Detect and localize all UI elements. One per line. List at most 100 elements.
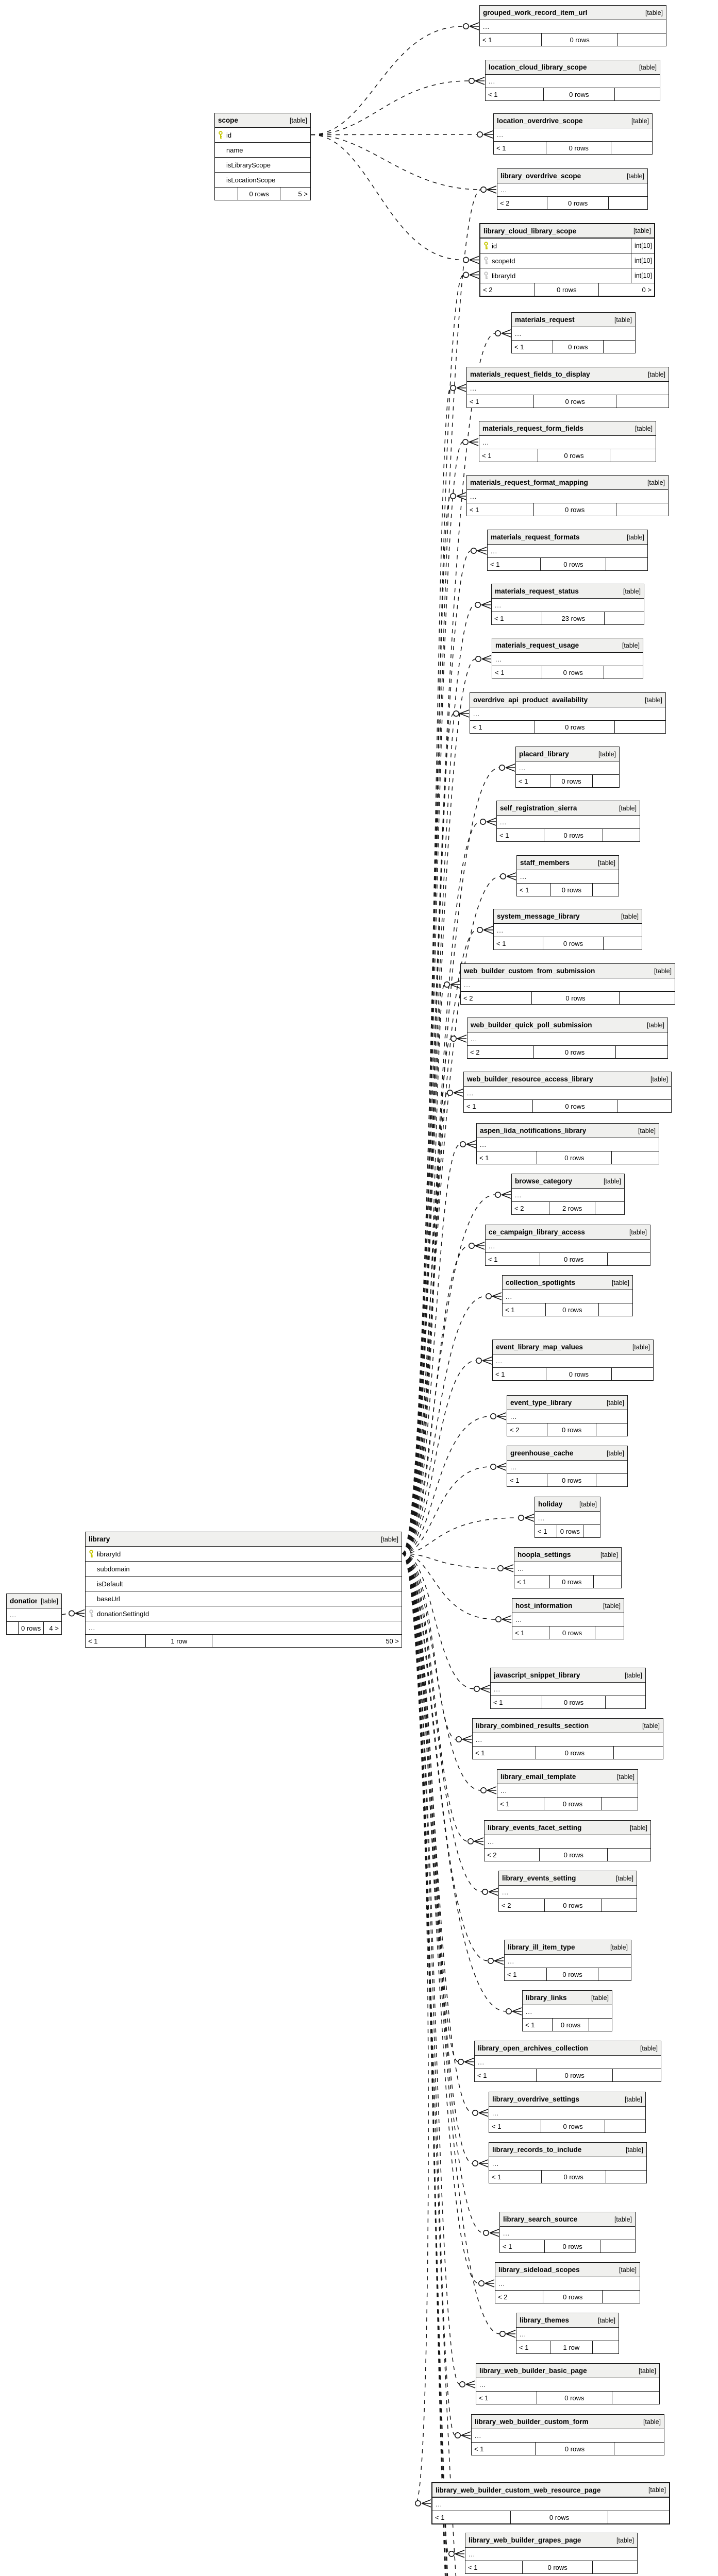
table-header: web_builder_resource_access_library[tabl… — [464, 1072, 671, 1087]
table-library_events_facet_setting[interactable]: library_events_facet_setting[table]...< … — [484, 1820, 651, 1861]
footer-children-count: < 1 — [538, 1527, 547, 1535]
relationship-line — [402, 1553, 459, 2062]
zero-or-one-circle-marker — [414, 2500, 421, 2506]
zero-or-one-circle-marker — [448, 2550, 455, 2557]
table-library_combined_results_section[interactable]: library_combined_results_section[table].… — [472, 1718, 663, 1759]
table-materials_request_form_fields[interactable]: materials_request_form_fields[table]...<… — [479, 421, 656, 462]
table-web_builder_resource_access_library[interactable]: web_builder_resource_access_library[tabl… — [463, 1072, 672, 1113]
footer-children-count: < 1 — [495, 668, 505, 676]
table-library_web_builder_basic_page[interactable]: library_web_builder_basic_page[table]...… — [476, 2363, 660, 2404]
table-header: event_library_map_values[table] — [493, 1340, 653, 1354]
table-web_builder_quick_poll_submission[interactable]: web_builder_quick_poll_submission[table]… — [467, 1018, 668, 1059]
footer-children-count: < 1 — [492, 2122, 502, 2130]
relationship-line — [402, 442, 463, 1554]
columns-collapsed-row: ... — [505, 1955, 631, 1968]
more-columns-ellipsis: ... — [495, 601, 502, 609]
table-library_web_builder_custom_form[interactable]: library_web_builder_custom_form[table]..… — [471, 2414, 664, 2455]
column-name: donationSettingId — [97, 1609, 149, 1618]
crows-foot-marker — [492, 1292, 502, 1300]
table-name: materials_request_format_mapping — [470, 479, 588, 486]
footer-children-count: < 1 — [495, 1370, 505, 1378]
table-web_builder_custom_from_submission[interactable]: web_builder_custom_from_submission[table… — [460, 963, 675, 1005]
relationship-line — [402, 1092, 448, 1554]
table-location_cloud_library_scope[interactable]: location_cloud_library_scope[table]...< … — [485, 60, 660, 101]
table-header: library_web_builder_custom_web_resource_… — [432, 2483, 669, 2498]
footer-parents-count — [595, 1202, 624, 1214]
table-materials_request_fields_to_display[interactable]: materials_request_fields_to_display[tabl… — [466, 367, 669, 408]
footer-parents-count — [614, 2443, 664, 2455]
table-tag: [table] — [638, 1127, 656, 1134]
relationship-line — [310, 80, 470, 135]
table-grouped_work_record_item_url[interactable]: grouped_work_record_item_url[table]...< … — [479, 5, 666, 46]
relationship-line — [402, 1360, 477, 1554]
table-library_open_archives_collection[interactable]: library_open_archives_collection[table].… — [474, 2041, 661, 2082]
crows-foot-marker — [494, 1957, 504, 1965]
table-header: hoopla_settings[table] — [514, 1548, 621, 1562]
footer-parents-count — [592, 2341, 619, 2353]
table-aspen_lida_notifications_library[interactable]: aspen_lida_notifications_library[table].… — [476, 1123, 659, 1164]
relationship-line — [402, 713, 454, 1554]
table-name: library_cloud_library_scope — [483, 227, 577, 235]
footer-row-count: 0 rows — [546, 1423, 596, 1436]
table-library_web_builder_custom_web_resource_page[interactable]: library_web_builder_custom_web_resource_… — [431, 2482, 670, 2524]
table-name: web_builder_resource_access_library — [467, 1075, 593, 1083]
zero-or-one-circle-marker — [498, 765, 505, 771]
table-library_web_builder_grapes_page[interactable]: library_web_builder_grapes_page[table]..… — [465, 2533, 638, 2574]
crows-foot-marker — [524, 1514, 535, 1522]
table-name: overdrive_api_product_availability — [473, 696, 588, 704]
table-tag: [table] — [606, 1399, 624, 1406]
crows-foot-marker — [469, 438, 479, 446]
table-header: grouped_work_record_item_url[table] — [480, 6, 666, 20]
more-columns-ellipsis: ... — [508, 1957, 515, 1965]
table-tag: [table] — [629, 1228, 647, 1236]
table-materials_request_format_mapping[interactable]: materials_request_format_mapping[table].… — [466, 475, 669, 516]
relationship-line — [402, 984, 445, 1554]
table-tag: [table] — [614, 2215, 632, 2223]
table-overdrive_api_product_availability[interactable]: overdrive_api_product_availability[table… — [470, 692, 666, 734]
zero-or-one-circle-marker — [449, 493, 456, 499]
